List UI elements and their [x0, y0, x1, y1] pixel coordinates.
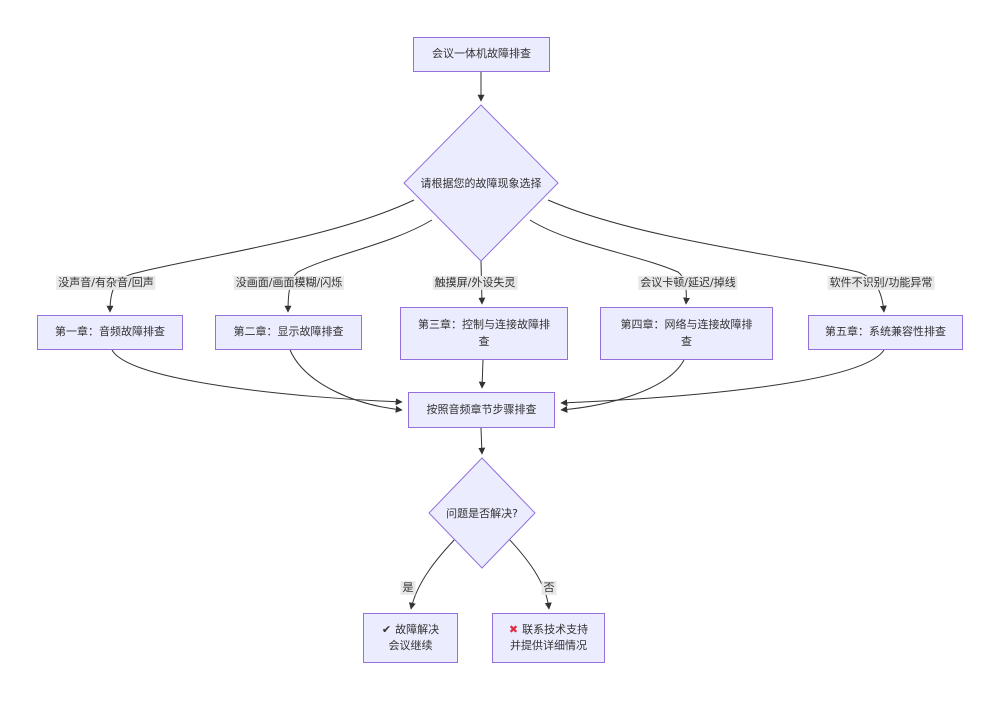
node-chapter4-line1: 第四章：网络与连接故障排: [620, 318, 753, 331]
node-support-line2: 并提供详细情况: [510, 639, 587, 652]
edge-chapter1-to-follow: [111, 349, 403, 406]
edge-chapter2-to-follow: [289, 349, 403, 413]
node-chapter5-label: 第五章：系统兼容性排查: [825, 325, 946, 339]
node-chapter3-line2: 查: [478, 334, 490, 348]
edge-decision2-yes: [408, 536, 458, 610]
node-resolved: ✔故障解决 会议继续: [363, 613, 458, 663]
node-chapter4: 第四章：网络与连接故障排 查: [600, 307, 773, 360]
edge-label-display: 没画面/画面模糊/闪烁: [233, 275, 345, 291]
node-chapter1: 第一章：音频故障排查: [37, 315, 183, 350]
node-chapter2-label: 第二章：显示故障排查: [233, 325, 344, 339]
node-start-label: 会议一体机故障排查: [432, 47, 531, 61]
edge-follow-to-decision2: [478, 427, 486, 455]
node-support-line1: ✖联系技术支持: [509, 622, 588, 639]
edge-label-audio: 没声音/有杂音/回声: [56, 275, 156, 291]
edge-chapter3-to-follow: [478, 359, 486, 389]
node-chapter3: 第三章：控制与连接故障排 查: [400, 307, 568, 360]
node-chapter2: 第二章：显示故障排查: [215, 315, 362, 350]
node-chapter4-line2: 查: [681, 334, 692, 348]
node-resolved-text1: 故障解决: [395, 622, 440, 636]
node-resolved-line1: ✔故障解决: [382, 622, 439, 639]
edge-label-network: 会议卡顿/延迟/掉线: [638, 275, 738, 291]
edge-decision1-to-chapter4: [529, 219, 691, 305]
cross-icon: ✖: [508, 622, 519, 636]
edge-decision2-no: [506, 536, 552, 610]
edge-decision1-to-chapter2: [284, 219, 433, 313]
edge-label-no: 否: [541, 580, 557, 596]
edge-chapter4-to-follow: [560, 359, 685, 413]
edge-label-software: 软件不识别/功能异常: [827, 275, 935, 291]
decision1-label: 请根据您的故障现象选择: [420, 177, 542, 190]
node-chapter3-line1: 第三章：控制与连接故障排: [418, 318, 550, 331]
node-follow-steps-label: 按照音频章节步骤排查: [426, 402, 537, 416]
edge-chapter5-to-follow: [560, 349, 885, 407]
decision1-diamond: [403, 104, 559, 262]
edge-decision1-to-chapter1: [106, 199, 415, 313]
node-support-text1: 联系技术支持: [522, 622, 589, 636]
edge-label-touch: 触摸屏/外设失灵: [432, 275, 518, 291]
check-icon: ✔: [381, 622, 392, 636]
node-start: 会议一体机故障排查: [413, 37, 550, 72]
node-resolved-line2: 会议继续: [388, 639, 433, 652]
decision2-label: 问题是否解决?: [446, 507, 518, 520]
decision2-diamond: [428, 457, 536, 569]
node-chapter1-label: 第一章：音频故障排查: [55, 325, 165, 339]
edge-decision1-to-chapter5: [547, 199, 887, 313]
node-follow-steps: 按照音频章节步骤排查: [408, 392, 555, 428]
node-chapter5: 第五章：系统兼容性排查: [808, 315, 963, 350]
node-contact-support: ✖联系技术支持 并提供详细情况: [492, 613, 605, 663]
edge-label-yes: 是: [400, 580, 416, 596]
